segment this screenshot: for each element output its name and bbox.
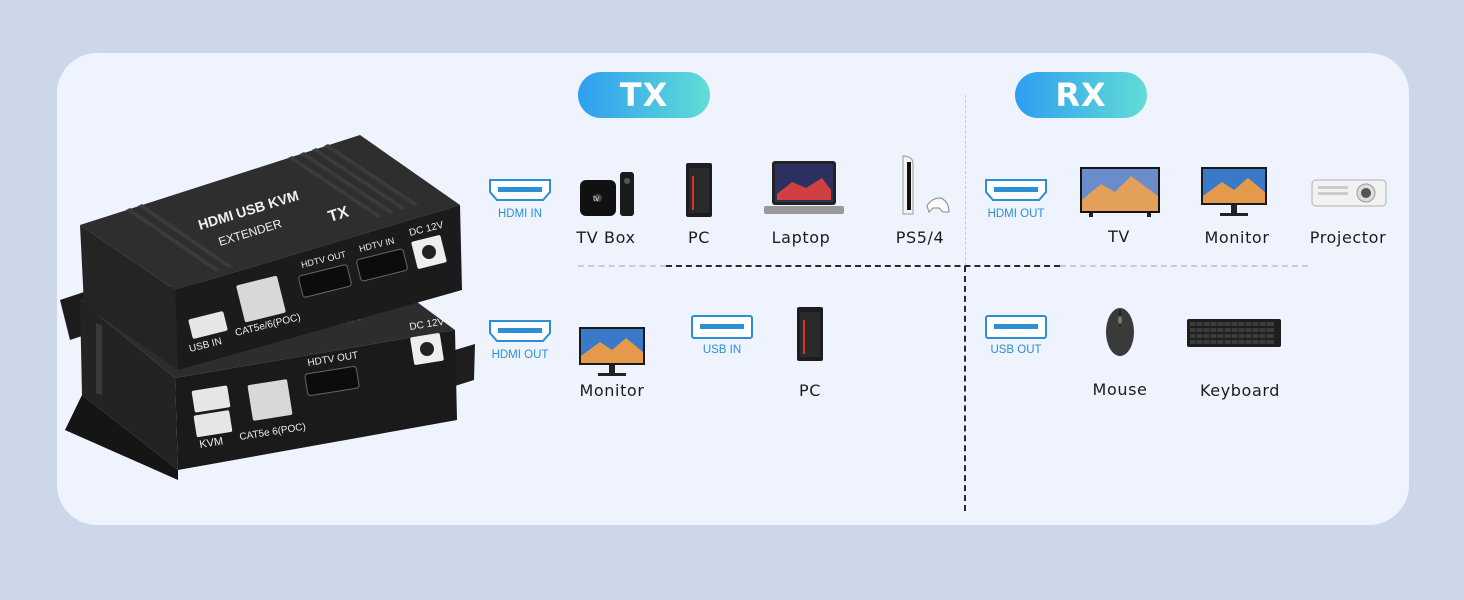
tx-mark: TX — [326, 203, 351, 225]
mouse-icon — [1106, 308, 1134, 356]
rx-device-label: Mouse — [1092, 380, 1148, 399]
tx-device-label: Monitor — [579, 381, 645, 400]
tx-device-label: TV Box — [576, 228, 636, 247]
tx-device-label: PC — [687, 228, 711, 247]
rx-device-label: Keyboard — [1199, 381, 1281, 400]
tx-badge: TX — [578, 72, 710, 118]
hdmi-out-label: HDMI OUT — [491, 349, 549, 361]
hdmi-in-label: HDMI IN — [497, 208, 543, 220]
rx-device-label: Monitor — [1204, 228, 1270, 247]
horizontal-divider-center — [666, 265, 1060, 267]
ps5-icon — [902, 155, 950, 215]
usb-out-port: USB OUT — [980, 314, 1052, 364]
hdmi-out-port: HDMI OUT — [484, 319, 556, 369]
hdmi-port-icon — [489, 179, 551, 201]
svg-text:tv: tv — [593, 194, 599, 203]
pc-tower-icon — [797, 307, 823, 361]
hdmi-out-label: HDMI OUT — [987, 208, 1045, 220]
horizontal-divider-left — [578, 265, 666, 267]
rx-device-label: Projector — [1309, 228, 1387, 247]
hdmi-out-port: HDMI OUT — [980, 178, 1052, 228]
monitor-icon — [579, 327, 645, 376]
usb-in-label: USB IN — [702, 344, 742, 356]
hdmi-in-port: HDMI IN — [484, 178, 556, 228]
monitor-icon — [1201, 167, 1267, 216]
tx-device-label: PC — [798, 381, 822, 400]
horizontal-divider-right — [1060, 265, 1308, 267]
laptop-icon — [764, 161, 844, 214]
hdmi-port-icon — [985, 179, 1047, 201]
tx-device-label: Laptop — [771, 228, 831, 247]
vertical-divider-top — [965, 95, 966, 265]
usb-port-icon — [691, 315, 753, 339]
rx-port-kvm: KVM — [199, 435, 224, 451]
tv-icon — [1080, 167, 1160, 217]
tx-unit: HDMI USB KVM EXTENDER TX USB IN CAT5e/6(… — [80, 135, 462, 370]
rx-port-dc: DC 12V — [409, 317, 446, 333]
projector-icon — [1311, 179, 1387, 207]
usb-in-port: USB IN — [686, 314, 758, 364]
hdmi-port-icon — [489, 320, 551, 342]
extender-hardware-illustration: RX KVM CAT5e 6(POC) HDTV OUT DC 12V HDMI… — [60, 135, 475, 480]
usb-port-icon — [985, 315, 1047, 339]
rx-badge: RX — [1015, 72, 1147, 118]
vertical-divider-bottom — [964, 266, 966, 511]
keyboard-icon — [1187, 319, 1281, 347]
usb-out-label: USB OUT — [990, 344, 1042, 356]
tx-device-label: PS5/4 — [895, 228, 945, 247]
pc-tower-icon — [686, 163, 712, 217]
rx-device-label: TV — [1108, 227, 1130, 246]
tv-box-icon: tv — [580, 172, 634, 216]
